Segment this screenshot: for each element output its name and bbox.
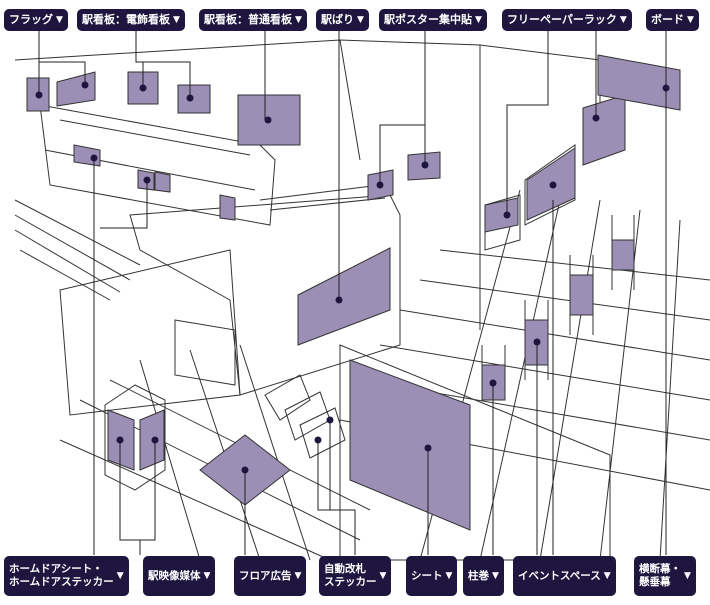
chevron-down-icon: ▼ (173, 15, 180, 25)
label-text: 自動改札 (324, 563, 366, 575)
label-hashira: 柱巻▼ (463, 556, 504, 596)
chevron-down-icon: ▼ (295, 15, 302, 25)
label-sheet: シート▼ (406, 556, 458, 596)
label-text: シート (411, 569, 443, 582)
label-text: 柱巻 (468, 569, 489, 582)
label-text: フロア広告 (239, 569, 292, 582)
chevron-down-icon: ▼ (116, 570, 124, 581)
label-ekikanban-denshoku: 駅看板：電飾看板▼ (77, 9, 185, 31)
label-text: ステッカー (324, 576, 377, 588)
label-eki-eizo: 駅映像媒体▼ (143, 556, 216, 596)
chevron-down-icon: ▼ (357, 15, 364, 25)
chevron-down-icon: ▼ (492, 570, 499, 581)
label-text: 懸垂幕 (639, 576, 671, 588)
chevron-down-icon: ▼ (684, 570, 691, 581)
label-home-door: ホームドアシート・ホームドアステッカー▼ (4, 556, 129, 596)
chevron-down-icon: ▼ (603, 570, 611, 581)
chevron-down-icon: ▼ (619, 15, 627, 25)
label-text: フリーペーパーラック (507, 13, 617, 26)
label-text: イベントスペース (518, 569, 601, 582)
label-text: ホームドアステッカー (9, 576, 114, 588)
label-text: フラッグ (9, 13, 53, 26)
label-floor: フロア広告▼ (234, 556, 307, 596)
chevron-down-icon: ▼ (294, 570, 302, 581)
label-odanmaku: 横断幕・懸垂幕 ▼ (634, 556, 696, 596)
chevron-down-icon: ▼ (445, 570, 453, 581)
label-event: イベントスペース▼ (513, 556, 616, 596)
label-flag: フラッグ▼ (4, 9, 68, 31)
chevron-down-icon: ▼ (203, 570, 211, 581)
label-ekibari: 駅ばり▼ (316, 9, 369, 31)
label-eki-poster: 駅ポスター集中貼▼ (379, 9, 487, 31)
label-text: 駅映像媒体 (148, 569, 201, 582)
label-free-paper: フリーペーパーラック▼ (502, 9, 632, 31)
label-text: 駅ばり (321, 13, 354, 26)
label-text: ボード (651, 13, 684, 26)
chevron-down-icon: ▼ (56, 15, 63, 25)
label-board: ボード▼ (646, 9, 699, 31)
label-text: 駅ポスター集中貼 (384, 13, 472, 26)
label-text: 横断幕・ (639, 563, 681, 575)
label-text: ホームドアシート・ (9, 563, 103, 575)
label-text: 駅看板：電飾看板 (82, 13, 170, 26)
label-kaisatsu: 自動改札ステッカー▼ (319, 556, 392, 596)
chevron-down-icon: ▼ (475, 15, 482, 25)
label-ekikanban-futsu: 駅看板：普通看板▼ (199, 9, 307, 31)
label-text: 駅看板：普通看板 (204, 13, 292, 26)
chevron-down-icon: ▼ (379, 570, 387, 581)
chevron-down-icon: ▼ (687, 15, 694, 25)
